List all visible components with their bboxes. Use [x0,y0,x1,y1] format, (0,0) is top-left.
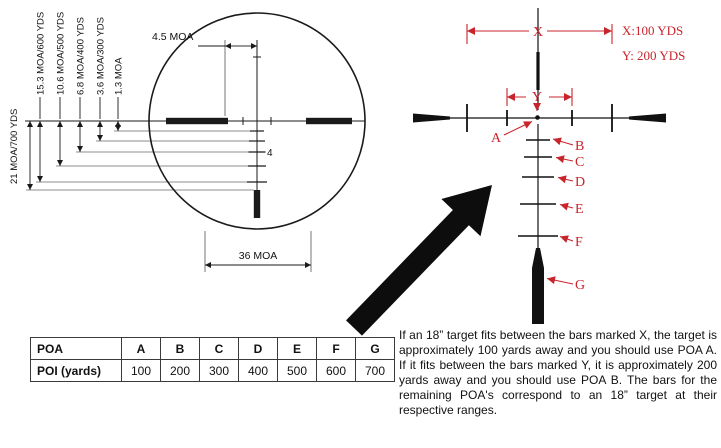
table-header-e: E [277,337,317,360]
left-heavy-bar [166,117,228,125]
table-header-row: POA A B C D E F G [30,337,395,360]
extension-lines [26,40,312,272]
right-reticle-diagram [413,8,666,324]
dim-label-700yds: 21 MOA/700 YDS [9,109,20,184]
right-annotations [466,24,613,285]
table-header-poa: POA [30,337,122,360]
poi-value-f: 600 [316,359,356,382]
poa-letter-c: C [575,155,584,170]
dim-label-bottom: 36 MOA [239,250,278,262]
left-wedge-bar [413,113,450,123]
poa-letter-b: B [575,139,584,154]
dim-label-top: 4.5 MOA [152,31,193,43]
pointer-arrow [346,185,492,336]
table-header-c: C [199,337,239,360]
left-reticle-diagram [25,12,366,272]
center-aim-dot [535,115,540,120]
right-wedge-bar [629,113,666,123]
poi-value-b: 200 [160,359,200,382]
table-value-row: POI (yards) 100 200 300 400 500 600 700 [30,359,395,382]
poi-value-d: 400 [238,359,278,382]
dim-label-600yds: 15.3 MOA/600 YDS [36,12,47,95]
poi-value-c: 300 [199,359,239,382]
elevation-hash-marks [518,139,558,237]
lower-post [532,248,544,324]
x-range-label: X:100 YDS [622,23,683,38]
reticle-bottom-post [253,190,261,218]
dimension-lines [27,43,311,268]
table-row-label: POI (yards) [30,359,122,382]
poi-value-e: 500 [277,359,317,382]
table-header-f: F [316,337,356,360]
poa-poi-table: POA A B C D E F G POI (yards) 100 200 30… [30,337,395,382]
y-mark-label: Y [532,90,542,105]
dim-label-300yds: 3.6 MOA/300 YDS [96,17,107,95]
windage-ticks [466,104,613,132]
poa-letter-d: D [575,175,585,190]
poa-letter-g: G [575,278,585,293]
instruction-text: If an 18” target fits between the bars m… [399,328,717,417]
table-header-a: A [121,337,161,360]
table-header-b: B [160,337,200,360]
poi-value-g: 700 [355,359,395,382]
dim-label-400yds: 6.8 MOA/400 YDS [76,17,87,95]
hash-number-label: 4 [267,148,273,159]
poa-letter-e: E [575,202,584,217]
poa-letter-f: F [575,235,583,250]
bdc-hash-marks [247,130,267,183]
poa-letter-a: A [491,131,502,146]
table-header-g: G [355,337,395,360]
dim-label-1-3moa: 1.3 MOA [114,57,125,95]
x-mark-label: X [533,25,543,40]
poi-value-a: 100 [121,359,161,382]
table-header-d: D [238,337,278,360]
dim-label-500yds: 10.6 MOA/500 YDS [56,12,67,95]
right-heavy-bar [306,117,352,125]
y-range-label: Y: 200 YDS [622,48,685,63]
